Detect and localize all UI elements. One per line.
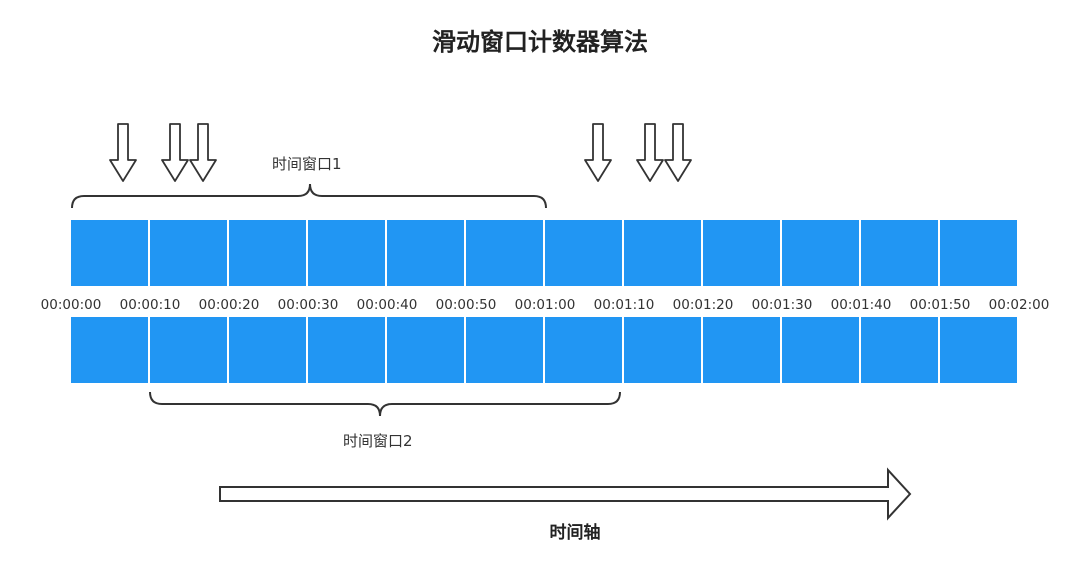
top-block — [387, 220, 464, 286]
top-block-row — [71, 220, 1017, 286]
time-axis-label: 时间轴 — [549, 523, 601, 543]
time-tick-label: 00:01:20 — [673, 297, 734, 313]
top-block — [545, 220, 622, 286]
bottom-block — [940, 317, 1017, 383]
top-block — [466, 220, 543, 286]
top-block — [940, 220, 1017, 286]
time-tick-label: 00:01:10 — [594, 297, 655, 313]
request-arrow-icon — [664, 123, 692, 182]
request-arrow-icon — [161, 123, 189, 182]
bottom-block — [229, 317, 306, 383]
diagram-title: 滑动窗口计数器算法 — [432, 28, 648, 56]
time-tick-label: 00:02:00 — [989, 297, 1050, 313]
bottom-block — [387, 317, 464, 383]
top-block — [782, 220, 859, 286]
bottom-block-row — [71, 317, 1017, 383]
bottom-block — [545, 317, 622, 383]
time-tick-label: 00:00:20 — [199, 297, 260, 313]
time-tick-label: 00:00:10 — [120, 297, 181, 313]
window1-brace — [71, 183, 547, 209]
top-block — [229, 220, 306, 286]
request-arrow-icon — [584, 123, 612, 182]
window1-label: 时间窗口1 — [272, 155, 342, 173]
time-tick-label: 00:01:00 — [515, 297, 576, 313]
time-tick-label: 00:00:30 — [278, 297, 339, 313]
window2-brace — [149, 391, 621, 417]
time-tick-label: 00:00:50 — [436, 297, 497, 313]
request-arrow-icon — [109, 123, 137, 182]
bottom-block — [703, 317, 780, 383]
bottom-block — [150, 317, 227, 383]
time-tick-label: 00:00:00 — [41, 297, 102, 313]
window2-label: 时间窗口2 — [343, 432, 413, 450]
time-tick-label: 00:01:40 — [831, 297, 892, 313]
request-arrow-icon — [636, 123, 664, 182]
top-block — [624, 220, 701, 286]
bottom-block — [308, 317, 385, 383]
top-block — [308, 220, 385, 286]
bottom-block — [624, 317, 701, 383]
time-tick-label: 00:01:50 — [910, 297, 971, 313]
bottom-block — [782, 317, 859, 383]
bottom-block — [71, 317, 148, 383]
time-tick-labels: 00:00:00 00:00:10 00:00:20 00:00:30 00:00:40… — [41, 297, 1050, 313]
top-block — [150, 220, 227, 286]
request-arrow-icon — [189, 123, 217, 182]
top-block — [861, 220, 938, 286]
top-block — [703, 220, 780, 286]
bottom-block — [861, 317, 938, 383]
time-tick-label: 00:00:40 — [357, 297, 418, 313]
top-block — [71, 220, 148, 286]
time-axis-arrow — [219, 467, 912, 521]
time-tick-label: 00:01:30 — [752, 297, 813, 313]
bottom-block — [466, 317, 543, 383]
